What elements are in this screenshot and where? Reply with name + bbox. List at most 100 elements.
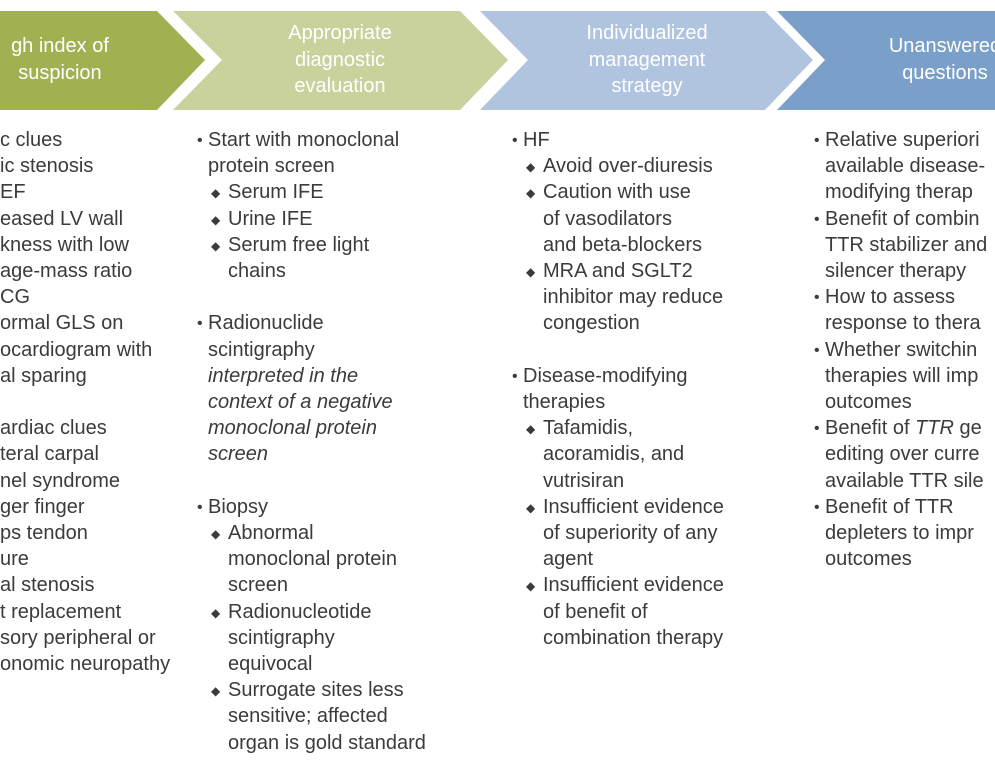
diamond-bullet-icon: ◆: [526, 500, 536, 515]
list-item-text: EF: [0, 179, 26, 205]
list-item-text: Tafamidis,: [543, 415, 633, 441]
text-segment: sensitive; affected: [228, 705, 388, 728]
text-segment: agent: [543, 548, 594, 571]
list-item-text: ocardiogram with: [0, 337, 152, 363]
list-item-text: Radionuclide: [208, 310, 324, 336]
list-item-text: available TTR sile: [825, 468, 984, 494]
list-item-text: kness with low: [0, 232, 129, 258]
bullet-icon: •: [197, 498, 203, 516]
text-segment: t replacement: [0, 600, 122, 623]
text-segment: Benefit of TTR: [825, 495, 954, 518]
text-segment: nel syndrome: [0, 469, 121, 492]
list-item-text: depleters to impr: [825, 520, 974, 546]
step-3-title: Individualized management strategy: [567, 20, 727, 100]
list-item-text: Start with monoclonal: [208, 127, 399, 153]
list-item-text: response to thera: [825, 310, 981, 336]
text-segment: of superiority of any: [543, 522, 718, 544]
list-item-text: t replacement: [0, 599, 121, 625]
list-item-text: therapies: [523, 389, 605, 415]
text-segment: therapies will imp: [825, 364, 979, 387]
list-item-text: sory peripheral or: [0, 625, 156, 651]
list-item-text: Abnormal: [228, 520, 314, 546]
step-4-chevron: [777, 11, 995, 110]
list-item-text: editing over curre: [825, 441, 980, 467]
text-segment: ocardiogram with: [0, 338, 153, 361]
text-segment: Tafamidis,: [543, 417, 634, 440]
diamond-bullet-icon: ◆: [211, 684, 221, 699]
text-segment: therapies: [523, 391, 606, 413]
list-item-text: c clues: [0, 127, 62, 153]
text-segment: sory peripheral or: [0, 626, 156, 649]
list-item-text: organ is gold standard: [228, 730, 426, 756]
list-item-text: of superiority of any: [543, 520, 718, 546]
bullet-icon: •: [197, 315, 203, 333]
text-segment: MRA and SGLT2: [543, 260, 693, 282]
list-item-text: CG: [0, 284, 30, 310]
list-item-text: Caution with use: [543, 179, 691, 205]
step-1-chevron: [0, 11, 205, 110]
text-segment: Benefit of: [825, 417, 916, 440]
bullet-icon: •: [814, 420, 820, 438]
list-item-text: Serum IFE: [228, 179, 324, 205]
text-segment: editing over curre: [825, 443, 980, 466]
text-segment: of vasodilators: [543, 207, 672, 230]
text-segment: outcomes: [825, 548, 912, 571]
list-item-text: age-mass ratio: [0, 258, 132, 284]
list-item-text: chains: [228, 258, 286, 284]
text-segment: context of a negative: [208, 391, 393, 413]
text-segment: Surrogate sites less: [228, 679, 404, 702]
list-item-text: scintigraphy: [208, 337, 315, 363]
text-segment: Benefit of combin: [825, 207, 980, 230]
list-item-text: scintigraphy: [228, 625, 335, 651]
bullet-icon: •: [512, 132, 518, 149]
text-segment: inhibitor may reduce: [543, 286, 724, 309]
list-item-text: al sparing: [0, 363, 87, 389]
list-item-text: congestion: [543, 310, 640, 336]
list-item-text: ps tendon: [0, 520, 88, 546]
list-item-text: nel syndrome: [0, 468, 120, 494]
title-line: Individualized: [586, 22, 708, 44]
bullet-icon: •: [814, 289, 820, 307]
list-item-text: eased LV wall: [0, 206, 123, 232]
list-item-text: Urine IFE: [228, 206, 312, 232]
diamond-bullet-icon: ◆: [211, 605, 221, 620]
diamond-bullet-icon: ◆: [211, 186, 221, 201]
bullet-icon: •: [814, 210, 820, 228]
title-line: diagnostic: [294, 48, 386, 71]
list-item-text: of benefit of: [543, 599, 648, 625]
list-item-text: agent: [543, 546, 593, 572]
diamond-bullet-icon: ◆: [211, 238, 221, 253]
text-segment: screen: [228, 574, 289, 597]
text-segment: monoclonal protein: [208, 417, 377, 440]
text-segment: onomic neuropathy: [0, 653, 171, 675]
title-line: suspicion: [18, 61, 102, 84]
step-1-title: gh index of suspicion: [0, 33, 140, 86]
text-segment: age-mass ratio: [0, 260, 133, 282]
list-item-text: teral carpal: [0, 441, 99, 467]
list-item-text: How to assess: [825, 284, 955, 310]
text-segment: scintigraphy: [228, 626, 335, 649]
text-segment: Avoid over-diuresis: [543, 155, 713, 178]
text-segment: ps tendon: [0, 522, 88, 544]
bullet-icon: •: [814, 132, 820, 149]
text-segment: Serum IFE: [228, 181, 324, 204]
text-segment: ardiac clues: [0, 417, 107, 440]
bullet-icon: •: [814, 498, 820, 516]
text-segment: Radionucleotide: [228, 600, 372, 623]
list-item-text: available disease-: [825, 153, 985, 179]
step-3-chevron: [480, 11, 813, 110]
text-segment: kness with low: [0, 233, 129, 256]
text-segment: Serum free light: [228, 233, 370, 256]
step-2-chevron: [173, 11, 508, 110]
text-segment: Insufficient evidence: [543, 495, 724, 518]
list-item-text: equivocal: [228, 651, 313, 677]
text-segment: Biopsy: [208, 495, 269, 518]
list-item-text: ardiac clues: [0, 415, 107, 441]
text-segment: al sparing: [0, 364, 87, 387]
text-segment: acoramidis, and: [543, 443, 685, 466]
list-item-text: TTR stabilizer and: [825, 232, 987, 258]
list-item-text: Insufficient evidence: [543, 572, 724, 598]
list-item-text: interpreted in the: [208, 363, 358, 389]
list-item-text: silencer therapy: [825, 258, 966, 284]
list-item-text: Avoid over-diuresis: [543, 153, 713, 179]
